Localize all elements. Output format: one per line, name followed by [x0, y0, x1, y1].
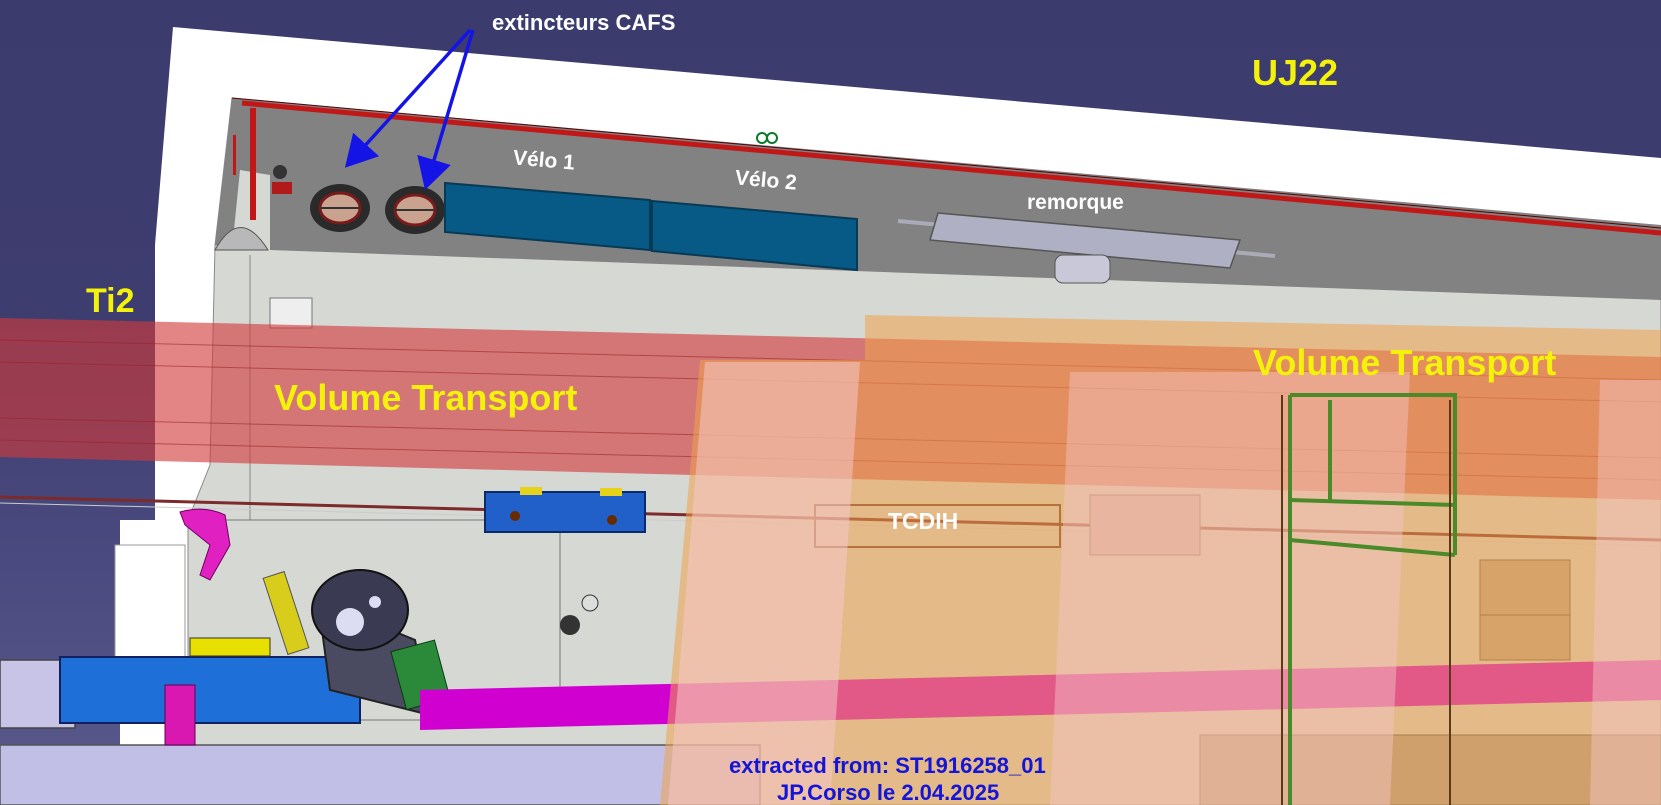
transport-volume-pink [668, 362, 860, 805]
fitting-icon [766, 132, 778, 144]
extinguisher-icon [385, 186, 445, 234]
bike-icon [444, 181, 651, 252]
magenta-box [164, 684, 196, 746]
yellow-plate [189, 637, 271, 657]
wall-marker [250, 108, 256, 220]
label-cavern: UJ22 [1252, 52, 1339, 93]
pipe-blue [59, 656, 361, 724]
arch [214, 227, 269, 251]
support-frame [1288, 393, 1457, 805]
gauge-icon [560, 615, 580, 635]
label-trailer: remorque [1027, 191, 1124, 214]
transport-volume-pink-3 [1590, 380, 1661, 805]
left-wall-block [114, 544, 186, 676]
extinguisher-icon [310, 184, 370, 232]
transport-volume-pink-2 [1050, 372, 1410, 805]
transport-volume-orange [660, 315, 1661, 805]
back-wall [215, 98, 1661, 300]
label-extinguishers: extincteurs CAFS [492, 10, 676, 35]
pipe-grey-lower [0, 744, 761, 805]
label-volume-transport-left: Volume Transport [274, 377, 578, 418]
label-bike-1: Vélo 1 [512, 146, 576, 175]
label-bike-2: Vélo 2 [734, 166, 798, 195]
label-collimator: TCDIH [888, 508, 959, 534]
bolt [510, 511, 520, 521]
arrow-icon [344, 28, 472, 168]
credit-author: JP.Corso le 2.04.2025 [777, 780, 1000, 805]
arrow-icon [417, 29, 475, 191]
ceiling-edge [241, 100, 1661, 236]
magnet-tab [520, 487, 542, 495]
wall-marker-2 [233, 135, 236, 175]
yellow-bar [262, 570, 310, 656]
ceiling-edge-inner [231, 97, 1661, 229]
credit-source: extracted from: ST1916258_01 [729, 753, 1046, 778]
wall-door [269, 297, 313, 329]
label-tunnel-ti2: Ti2 [86, 282, 135, 320]
magenta-fitting [179, 508, 231, 581]
valve-icon [273, 165, 287, 179]
magnet [484, 491, 646, 533]
extinguisher-stand [272, 182, 292, 194]
trailer-icon [897, 212, 1276, 284]
bolt [607, 515, 617, 525]
label-volume-transport-right: Volume Transport [1253, 342, 1557, 383]
bike-icon [651, 199, 858, 272]
support-frame-lines [1281, 395, 1451, 805]
floor-line-2 [188, 519, 561, 721]
gauge-icon [581, 594, 599, 612]
magnet-tab [600, 488, 622, 496]
